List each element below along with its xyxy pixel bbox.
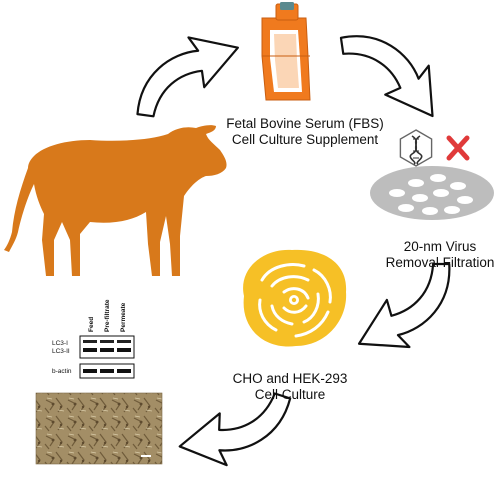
cycle-arrow-icon [136, 36, 239, 118]
virus-filtration-label: 20-nm Virus Removal Filtration [370, 239, 500, 271]
cow-icon [4, 125, 227, 276]
cell-icon [243, 249, 347, 347]
blot-row-label: LC3-II [52, 348, 70, 355]
cycle-arrow-icon [339, 35, 434, 118]
western-blot-icon: Feed Pre-filtrate Permeate LC3-I LC3-II … [52, 299, 135, 379]
virus-filtration-label-line2: Removal Filtration [385, 255, 495, 270]
blot-row-label: b-actin [52, 368, 72, 375]
cell-culture-label-line1: CHO and HEK-293 [232, 371, 348, 386]
fbs-label: Fetal Bovine Serum (FBS) Cell Culture Su… [205, 116, 405, 148]
cycle-arrow-icon [178, 392, 292, 467]
virus-filtration-label-line1: 20-nm Virus [403, 239, 477, 254]
blot-column-label: Pre-filtrate [104, 299, 111, 332]
fbs-label-line1: Fetal Bovine Serum (FBS) [226, 116, 384, 131]
blot-column-label: Feed [88, 317, 95, 332]
dna-virus-icon [399, 129, 433, 167]
fbs-label-line2: Cell Culture Supplement [231, 132, 379, 147]
cell-culture-label-line2: Cell Culture [254, 387, 326, 402]
filter-membrane-icon [370, 166, 494, 220]
cycle-arrow-icon [357, 262, 451, 349]
cross-icon [446, 135, 470, 161]
blot-column-label: Permeate [120, 302, 127, 332]
micrograph-image [35, 392, 163, 465]
blot-panel [79, 335, 135, 359]
flask-icon [261, 2, 311, 101]
cell-culture-label: CHO and HEK-293 Cell Culture [210, 371, 370, 403]
blot-row-label: LC3-I [52, 340, 68, 347]
